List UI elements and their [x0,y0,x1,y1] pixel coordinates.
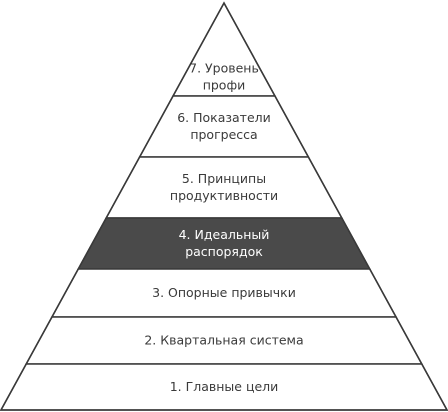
pyramid-level-5-label: 5. Принципы продуктивности [170,171,278,203]
pyramid-level-3-label: 3. Опорные привычки [152,285,296,300]
pyramid-level-1-label-line: 1. Главные цели [170,379,279,394]
pyramid-level-4-label: 4. Идеальный распорядок [179,227,270,259]
pyramid-level-2-label: 2. Квартальная система [144,332,303,347]
pyramid-level-2-label-line: 2. Квартальная система [144,332,303,347]
pyramid-level-3-label-line: 3. Опорные привычки [152,285,296,300]
pyramid-labels: 7. Уровень профи 6. Показатели прогресса 5. … [144,60,303,394]
pyramid-level-6-label-line: 6. Показатели [177,110,271,125]
pyramid-level-4-label-line: 4. Идеальный [179,227,270,242]
pyramid-level-5-label-line: 5. Принципы [182,171,266,186]
pyramid-level-7-label: 7. Уровень профи [189,60,259,92]
pyramid-level-1-label: 1. Главные цели [170,379,279,394]
pyramid-level-6-label-line: прогресса [190,127,257,142]
pyramid-level-7-label-line: профи [203,77,246,92]
pyramid-level-4-label-line: распорядок [185,244,263,259]
pyramid-level-5-label-line: продуктивности [170,188,278,203]
pyramid-level-7-label-line: 7. Уровень [189,60,259,75]
pyramid-level-6-label: 6. Показатели прогресса [177,110,271,142]
